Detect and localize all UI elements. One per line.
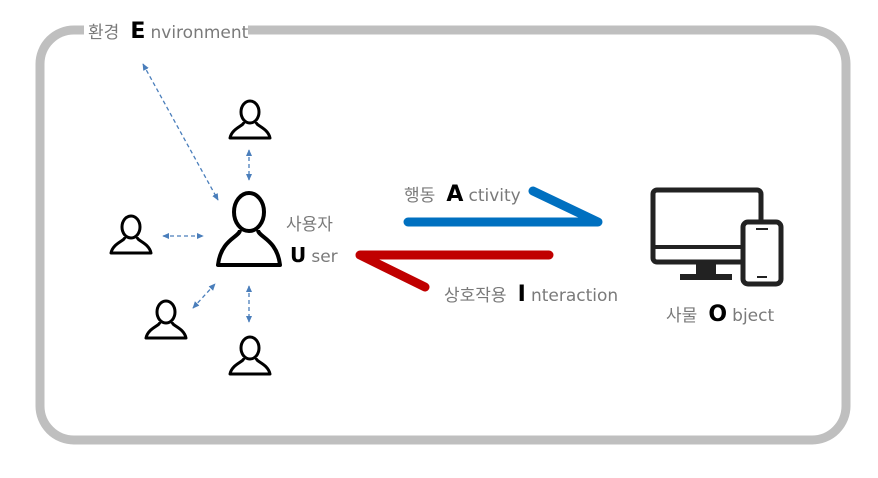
activity-arrow — [403, 186, 603, 227]
object-rest: bject — [732, 306, 774, 326]
interaction-initial: I — [518, 282, 526, 307]
environment-label-backdrop — [84, 14, 248, 46]
peer-user-bottom-left-icon — [144, 299, 188, 340]
interaction-korean: 상호작용 — [444, 286, 507, 306]
activity-label: 행동 A ctivity — [404, 182, 521, 207]
environment-initial: E — [130, 19, 145, 44]
main-user-icon — [216, 191, 282, 267]
peer-user-top-icon — [228, 99, 272, 140]
activity-korean: 행동 — [404, 186, 435, 206]
link-user-bottom-left — [192, 283, 216, 309]
user-rest: ser — [311, 247, 337, 267]
user-english-label: U ser — [290, 243, 338, 267]
interaction-label: 상호작용 I nteraction — [444, 282, 618, 307]
environment-rest: nvironment — [151, 23, 249, 43]
activity-initial: A — [446, 182, 463, 207]
object-initial: O — [708, 302, 727, 327]
activity-rest: ctivity — [469, 186, 521, 206]
environment-korean: 환경 — [88, 23, 119, 43]
environment-label: 환경 E nvironment — [88, 19, 249, 44]
peer-user-left-icon — [109, 214, 153, 255]
environment-frame — [35, 25, 851, 445]
interaction-arrow — [355, 250, 554, 292]
object-label: 사물 O bject — [666, 302, 774, 327]
environment-user-link — [142, 63, 219, 201]
object-korean: 사물 — [666, 306, 697, 326]
smartphone-icon — [740, 219, 784, 287]
peer-user-bottom-icon — [228, 335, 272, 376]
user-korean-label: 사용자 — [286, 215, 333, 235]
user-initial: U — [290, 243, 306, 267]
interaction-rest: nteraction — [531, 286, 618, 306]
